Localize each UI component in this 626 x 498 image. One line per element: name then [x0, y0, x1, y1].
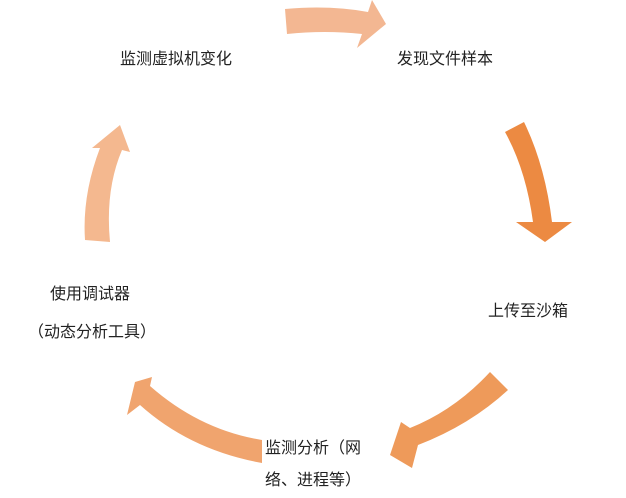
- step-monitor-analysis-line1: 监测分析（网: [265, 438, 362, 457]
- arrow-discover-to-upload: [505, 122, 572, 242]
- arrow-upload-to-monitor: [390, 372, 508, 468]
- step-discover-sample: 发现文件样本: [397, 49, 494, 68]
- step-monitor-vm: 监测虚拟机变化: [120, 49, 233, 68]
- arrow-monitor-to-debugger: [127, 377, 262, 463]
- arrow-vm-to-discover: [285, 0, 386, 48]
- step-monitor-analysis-line2: 络、进程等）: [265, 470, 362, 489]
- arrow-debugger-to-vm: [84, 125, 130, 242]
- step-use-debugger-line2: （动态分析工具）: [28, 322, 157, 341]
- step-use-debugger-line1: 使用调试器: [50, 284, 131, 303]
- step-upload-sandbox: 上传至沙箱: [488, 301, 569, 320]
